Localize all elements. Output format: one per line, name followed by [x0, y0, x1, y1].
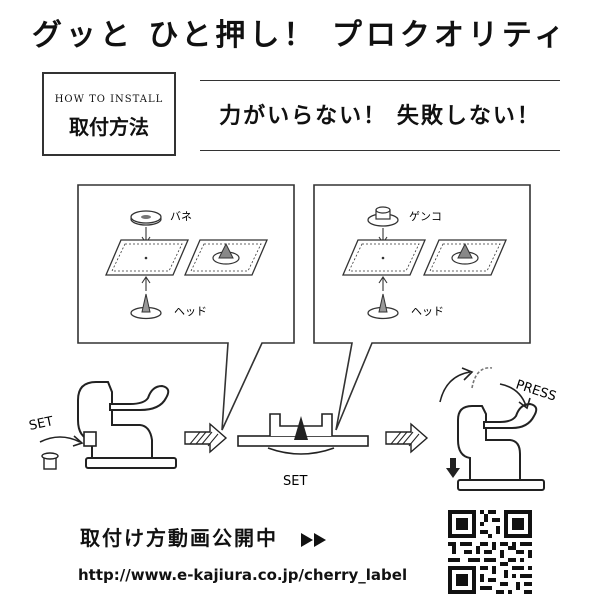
page-headline: グッと ひと押し！ プロクオリティ: [31, 18, 569, 53]
tagline-rule-top: [200, 80, 560, 81]
website-url[interactable]: http://www.e-kajiura.co.jp/cherry_label: [78, 566, 408, 584]
down-arrow-icon: [446, 458, 460, 478]
step-arrow-icon: [184, 422, 228, 454]
set-die-icon: [237, 413, 369, 455]
video-notice-label: 取付け方動画公開中: [80, 526, 278, 550]
step-set-left-label: SET: [28, 414, 55, 434]
head-part-icon: [367, 293, 399, 320]
head-part-icon: [130, 293, 162, 320]
panel-left-top-label: バネ: [170, 210, 192, 223]
qr-code-icon[interactable]: [448, 510, 532, 594]
fabric-swatch-installed: [423, 239, 507, 276]
step-press-label: PRESS: [514, 378, 558, 405]
tagline: 力がいらない！ 失敗しない！: [219, 103, 541, 129]
double-play-icon: [300, 532, 326, 547]
video-notice: 取付け方動画公開中: [80, 522, 329, 551]
how-to-install-box: HOW TO INSTALL 取付方法: [42, 72, 176, 156]
stud-part-icon: [367, 206, 399, 227]
left-callout-panel: バネ ヘッド: [77, 184, 295, 431]
panel-right-top-label: ゲンコ: [409, 210, 442, 223]
fabric-swatch: [342, 239, 426, 276]
press-tool-right: [457, 367, 545, 491]
how-to-install-title: 取付方法: [69, 115, 149, 139]
fabric-swatch-installed: [184, 239, 268, 276]
how-to-install-subtitle: HOW TO INSTALL: [54, 94, 164, 105]
press-arrow-icon: [439, 367, 531, 410]
set-arrow-left: [39, 435, 84, 470]
installation-diagram: バネ ヘッド ゲンコ: [28, 184, 558, 491]
press-tool-left: [77, 381, 177, 469]
right-callout-panel: ゲンコ ヘッド: [313, 184, 531, 431]
panel-left-bottom-label: ヘッド: [174, 305, 207, 318]
fabric-swatch: [105, 239, 189, 276]
tagline-rule-bottom: [200, 150, 560, 151]
spring-part-icon: [130, 210, 162, 226]
step-set-middle-label: SET: [283, 474, 307, 489]
panel-right-bottom-label: ヘッド: [411, 305, 444, 318]
step-arrow-icon: [385, 422, 429, 454]
tagline-block: 力がいらない！ 失敗しない！: [200, 80, 560, 152]
